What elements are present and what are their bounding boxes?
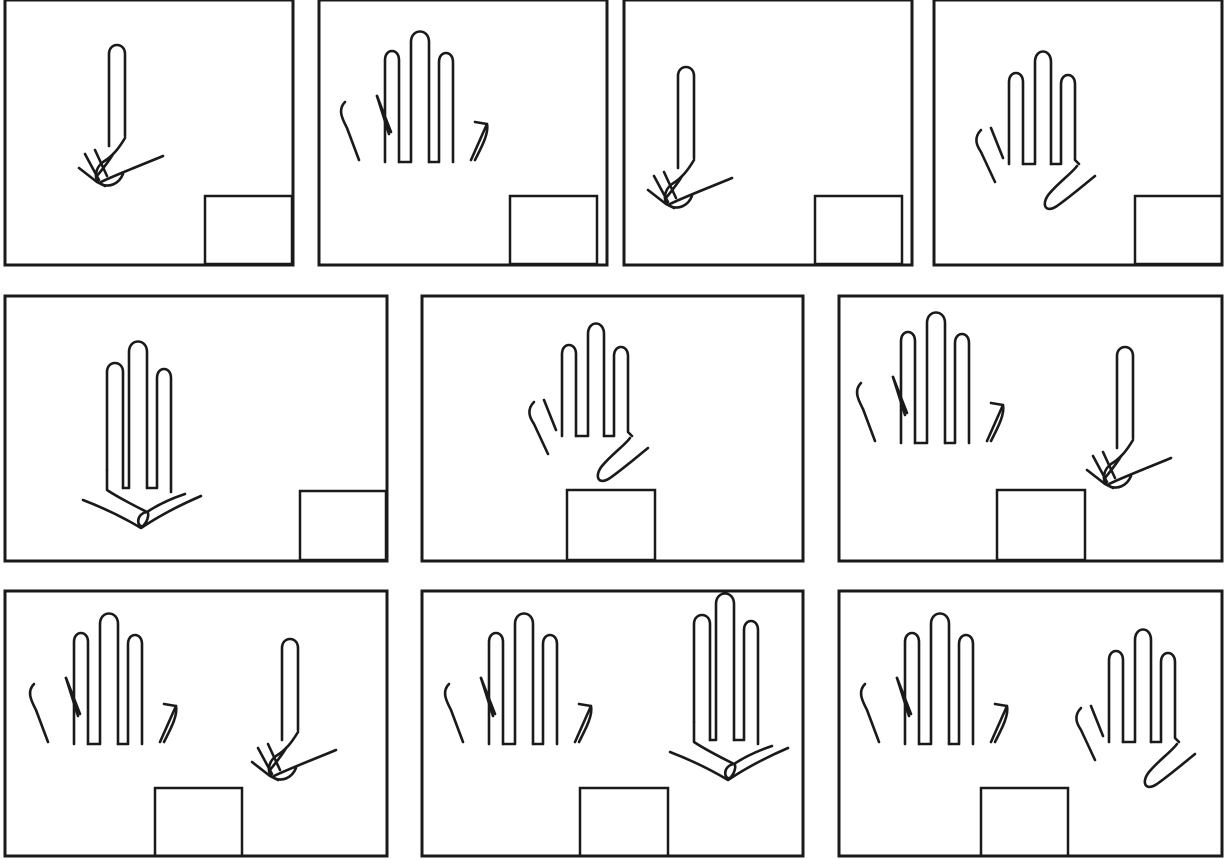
gesture-panel	[624, 0, 912, 265]
gesture-panel	[5, 591, 387, 856]
gesture-panel	[5, 296, 387, 561]
gesture-panel	[5, 0, 293, 265]
gesture-panel	[422, 296, 803, 561]
gesture-panel	[422, 591, 803, 856]
gesture-panel	[319, 0, 607, 265]
gesture-panel	[839, 591, 1222, 856]
gesture-panel	[934, 0, 1222, 265]
gesture-panel	[839, 296, 1222, 561]
